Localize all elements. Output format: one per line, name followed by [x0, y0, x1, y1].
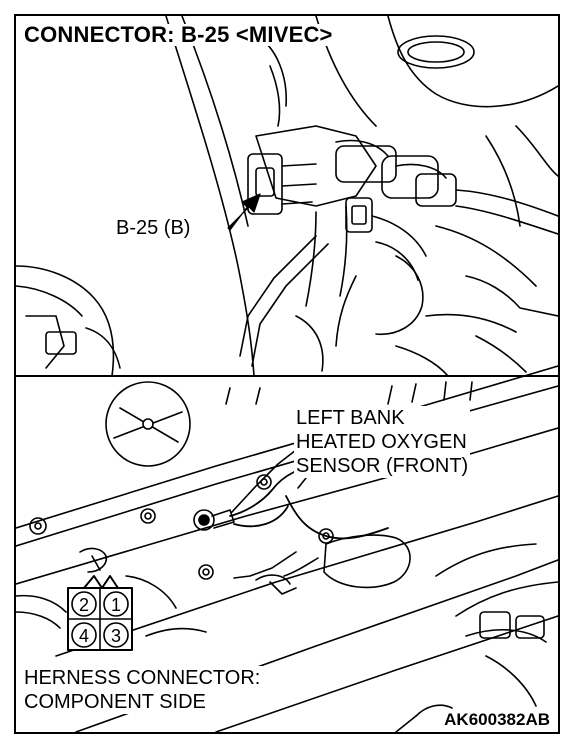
pin-2-socket: [71, 591, 97, 617]
pin-4-label: 4: [79, 626, 89, 646]
oxygen-sensor-label: LEFT BANK HEATED OXYGEN SENSOR (FRONT): [294, 406, 471, 478]
exhaust-area-bottom: [16, 365, 558, 732]
harness-label-line-2: COMPONENT SIDE: [24, 691, 206, 713]
engine-bay-top: [16, 16, 558, 377]
pin-3-label: 3: [111, 626, 121, 646]
pin-3-socket: [103, 622, 129, 648]
pin-1-label: 1: [111, 595, 121, 615]
figure-code: AK600382AB: [442, 710, 552, 729]
harness-label-line-1: HERNESS CONNECTOR:: [24, 667, 261, 689]
pin-1-socket: [103, 591, 129, 617]
figure-title: CONNECTOR: B-25 <MIVEC>: [22, 22, 335, 47]
harness-connector-label: HERNESS CONNECTOR: COMPONENT SIDE: [22, 666, 263, 714]
pin-4-socket: [71, 622, 97, 648]
harness-connector-diagram: 2 1 4 3: [67, 575, 133, 651]
connector-callout-label: B-25 (B): [114, 217, 193, 239]
figure-frame: 2 1 4 3 CONNECTOR: B-25 <MIVEC> B-25 (B)…: [14, 14, 560, 734]
pin-2-label: 2: [79, 595, 89, 615]
engine-illustration: 2 1 4 3: [16, 16, 558, 732]
sensor-label-line-2: HEATED OXYGEN: [296, 431, 467, 453]
sensor-label-line-1: LEFT BANK: [296, 407, 405, 429]
sensor-label-line-3: SENSOR (FRONT): [296, 455, 469, 477]
